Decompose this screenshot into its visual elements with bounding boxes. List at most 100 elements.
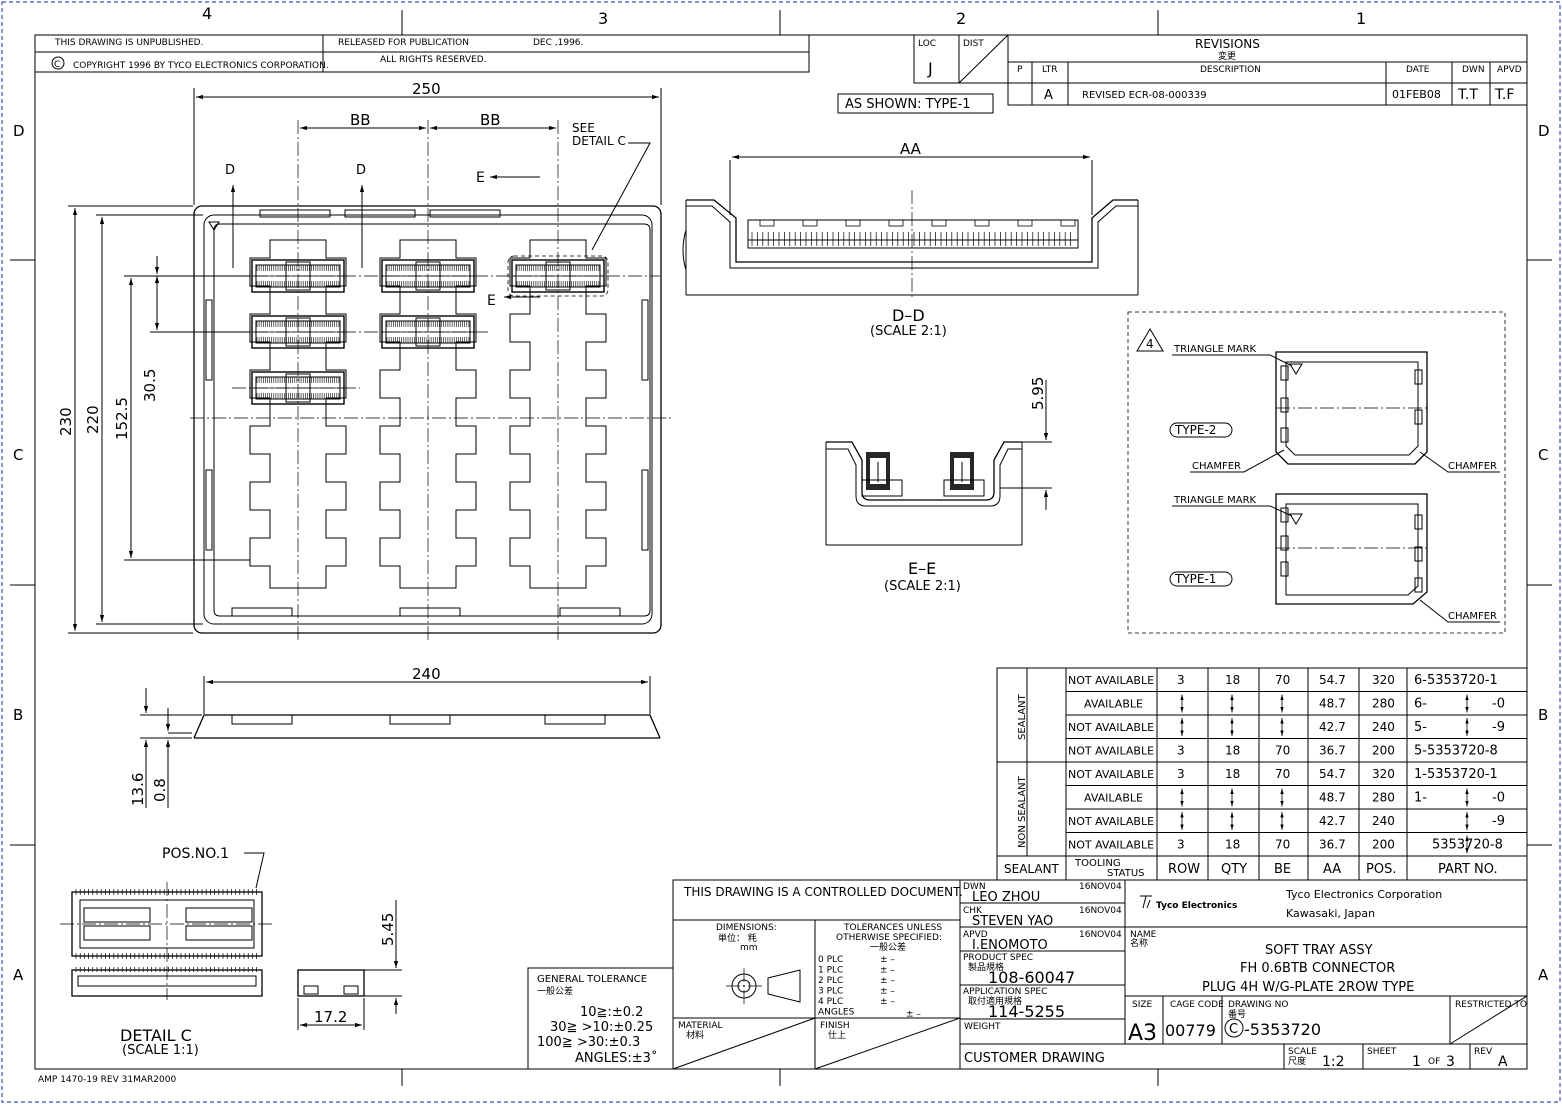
rev-ltr: A [1044, 88, 1053, 103]
scale-jp: 尺度 [1288, 1055, 1306, 1067]
chamfer-bottom: CHAMFER [1448, 611, 1497, 622]
dim-152-5: 152.5 [113, 397, 131, 440]
part-table-cell-qty: 18 [1225, 767, 1240, 781]
part-table-cell-pn-a: 5-5353720-8 [1414, 744, 1498, 759]
dim-30-5: 30.5 [141, 369, 159, 402]
dwg-jp: 番号 [1228, 1008, 1246, 1020]
tray-plan-view [190, 120, 672, 640]
part-table-cell-pn-b: 5353720-8 [1432, 838, 1503, 853]
section-d-right: D [356, 163, 366, 178]
view-dd-title: D–D [892, 306, 925, 325]
part-table-cell-pos: 200 [1372, 838, 1395, 852]
apvd-name: I.ENOMOTO [972, 938, 1048, 953]
controlled-document: THIS DRAWING IS A CONTROLLED DOCUMENT. [683, 885, 963, 899]
zone-markers: 4 3 2 1 D C B A D C B A AMP 1470-19 REV … [10, 4, 1552, 1086]
part-table-cell-aa: 42.7 [1319, 720, 1346, 734]
tol-head-jp: 一般公差 [870, 941, 906, 953]
zone-left-b: B [13, 706, 23, 724]
dimensions-unit: mm [740, 943, 758, 953]
dwn-name: LEO ZHOU [972, 890, 1040, 905]
tray-side-view: 240 13.6 0.8 [129, 665, 661, 808]
dwg-prefix: C [1229, 1022, 1238, 1037]
tol-row-label: 0 PLC [818, 955, 843, 965]
loc-value: J [927, 59, 933, 78]
part-table-cell-aa: 36.7 [1319, 838, 1346, 852]
sheet-of: OF [1428, 1057, 1440, 1067]
apvd-label: APVD [963, 930, 988, 940]
restricted-label: RESTRICTED TO [1455, 1000, 1527, 1010]
triangle-mark-2: TRIANGLE MARK [1173, 495, 1257, 506]
part-table-cell-row: 3 [1177, 767, 1185, 781]
col-be: BE [1274, 862, 1291, 877]
dimensions-label: DIMENSIONS: [716, 923, 777, 933]
view-ee-scale: (SCALE 2:1) [884, 579, 961, 594]
part-table-cell-be: 70 [1275, 767, 1290, 781]
tol-row-value: ± – [906, 1010, 921, 1020]
prod-spec: 108-60047 [988, 968, 1075, 987]
material-label: MATERIAL [678, 1021, 723, 1031]
cage-label: CAGE CODE [1170, 1000, 1224, 1010]
released-text: RELEASED FOR PUBLICATION [338, 38, 469, 48]
scale-label: SCALE [1288, 1047, 1317, 1057]
rev-date: 01FEB08 [1392, 88, 1441, 101]
rev-col-ltr: LTR [1042, 65, 1058, 75]
dim-0-8: 0.8 [151, 778, 169, 802]
part-table-cell-row: 3 [1177, 673, 1185, 687]
finish-label: FINISH [820, 1021, 850, 1031]
copyright-symbol: C [54, 60, 60, 70]
gen-tol-l1: 10≧:±0.2 [580, 1005, 643, 1020]
part-table-cell-pos: 240 [1372, 814, 1395, 828]
part-table-cell-pos: 240 [1372, 720, 1395, 734]
tyco-logo: Tyco Electronics [1156, 901, 1237, 911]
tray-pocket-column [509, 239, 607, 589]
chamfer-left: CHAMFER [1192, 461, 1241, 472]
form-note: AMP 1470-19 REV 31MAR2000 [38, 1075, 176, 1085]
app-spec-label: APPLICATION SPEC [963, 987, 1047, 997]
tol-head-2: OTHERWISE SPECIFIED: [836, 933, 942, 943]
dim-bb-2: BB [480, 111, 501, 129]
weight-label: WEIGHT [964, 1022, 1001, 1032]
zone-left-a: A [13, 966, 24, 984]
app-spec-jp: 取付適用規格 [968, 995, 1022, 1007]
rev-col-apvd: APVD [1497, 65, 1522, 75]
see-detail-2: DETAIL C [572, 134, 626, 148]
part-table-cell-pn-b: -9 [1492, 720, 1505, 735]
rev-apvd: T.F [1494, 87, 1514, 103]
unpublished-text: THIS DRAWING IS UNPUBLISHED. [54, 38, 203, 48]
zone-right-a: A [1538, 966, 1549, 984]
zone-top-2: 2 [956, 9, 966, 28]
zone-right-d: D [1538, 122, 1550, 140]
dim-aa: AA [900, 140, 922, 158]
sheet-total: 3 [1446, 1054, 1455, 1070]
part-table-cell-be: 70 [1275, 744, 1290, 758]
col-qty: QTY [1221, 862, 1247, 877]
chk-date: 16NOV04 [1079, 906, 1122, 916]
gen-tol-title-jp: 一般公差 [537, 985, 573, 997]
zone-top-1: 1 [1356, 9, 1366, 28]
part-table-cell-pn-a: 6-5353720-1 [1414, 673, 1498, 688]
sheet-value: 1 [1412, 1054, 1421, 1070]
part-table-cell-pn-a: 5- [1414, 720, 1427, 735]
gen-tol-l3: 100≧ >30:±0.3 [537, 1035, 640, 1050]
company-name: Tyco Electronics Corporation [1285, 888, 1442, 901]
part-table-cell-aa: 48.7 [1319, 791, 1346, 805]
part-table-cell-aa: 42.7 [1319, 814, 1346, 828]
size-value: A3 [1128, 1021, 1157, 1046]
group-sealant: SEALANT [1017, 693, 1028, 740]
apvd-date: 16NOV04 [1079, 930, 1122, 940]
rev-value: A [1498, 1054, 1508, 1070]
loc-dist-block: LOC J DIST [913, 34, 1009, 84]
gen-tol-l4: ANGLES:±3˚ [575, 1050, 657, 1066]
dwg-label: DRAWING NO [1228, 1000, 1288, 1010]
col-part-no: PART NO. [1438, 862, 1498, 877]
finish-jp: 仕上 [828, 1029, 846, 1041]
as-shown-note: AS SHOWN: TYPE-1 [845, 97, 971, 112]
gen-tol-title: GENERAL TOLERANCE [537, 974, 647, 985]
zone-top-4: 4 [202, 4, 212, 23]
drawing-name-3: PLUG 4H W/G-PLATE 2ROW TYPE [1202, 980, 1414, 995]
dwn-label: DWN [963, 882, 986, 892]
loc-label: LOC [918, 39, 936, 49]
sheet-label: SHEET [1367, 1047, 1397, 1057]
